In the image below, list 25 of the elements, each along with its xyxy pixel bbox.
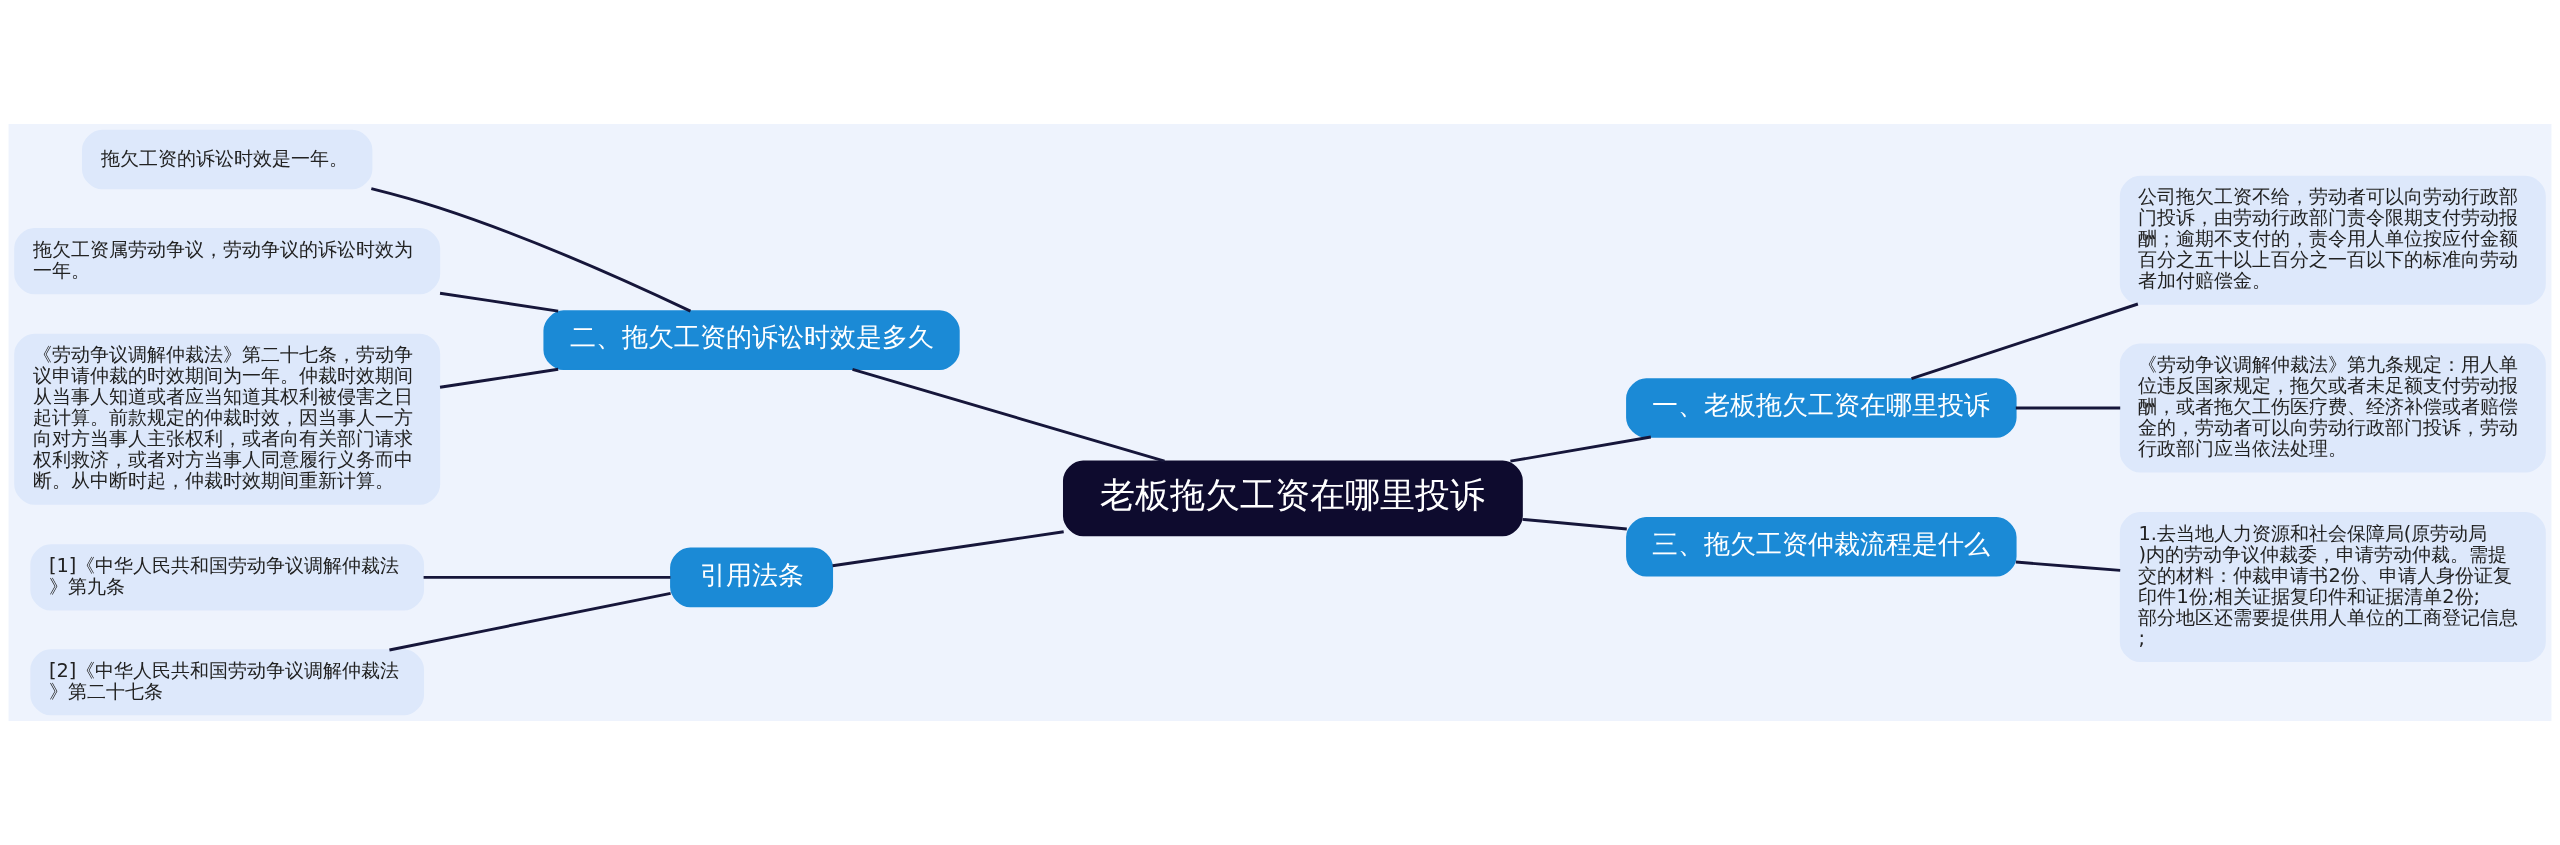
node-box: 拖欠工资的诉讼时效是一年。: [81, 129, 373, 190]
connector: [370, 187, 692, 313]
node-box: 《劳动争议调解仲裁法》第九条规定：用人单位违反国家规定，拖欠或者未足额支付劳动报酬，或者拖欠工伤医疗费、经济补偿或者赔偿金的，劳动者可以向劳动行政部门投诉，劳动行政部门应当依法处理。: [2119, 343, 2546, 473]
node-box: 一、老板拖欠工资在哪里投诉: [1626, 378, 2017, 438]
connector: [1522, 517, 1627, 531]
node-box: 老板拖欠工资在哪里投诉: [1063, 460, 1523, 537]
connector: [439, 367, 559, 389]
connector: [832, 530, 1064, 568]
node-box: 二、拖欠工资的诉讼时效是多久: [543, 310, 960, 371]
node-box: [2]《中华人民共和国劳动争议调解仲裁法》第二十七条: [30, 649, 425, 716]
connector: [389, 591, 671, 652]
connector: [423, 575, 671, 579]
node-box: [1]《中华人民共和国劳动争议调解仲裁法》第九条: [30, 544, 425, 611]
node-box: 1.去当地人力资源和社会保障局(原劳动局)内的劳动争议仲裁委，申请劳动仲裁。需提交的材料：仲裁申请书2份、申请人身份证复印件1份;相关证据复印件和证据清单2份;部分地区还需要提供用人单位的工商登记信息;: [2119, 512, 2546, 663]
connector: [2015, 406, 2121, 410]
node-box: 三、拖欠工资仲裁流程是什么: [1626, 516, 2017, 577]
node-box: 《劳动争议调解仲裁法》第二十七条，劳动争议申请仲裁的时效期间为一年。仲裁时效期间从当事人知道或者应当知道其权利被侵害之日起计算。前款规定的仲裁时效，因当事人一方向对方当事人主张权利，或者向有关部门请求权利救济，或者对方当事人同意履行义务而中断。从中断时起，仲裁时效期间重新计算。: [14, 333, 441, 505]
connector: [2015, 560, 2121, 572]
connector: [1911, 302, 2139, 381]
node-box: 公司拖欠工资不给，劳动者可以向劳动行政部门投诉，由劳动行政部门责令限期支付劳动报酬；逾期不支付的，责令用人单位按应付金额百分之五十以上百分之一百以下的标准向劳动者加付赔偿金。: [2119, 175, 2546, 305]
connector: [852, 368, 1165, 463]
node-box: 拖欠工资属劳动争议，劳动争议的诉讼时效为一年。: [14, 228, 441, 295]
connector: [439, 291, 559, 313]
node-box: 引用法条: [670, 547, 834, 608]
connector: [1510, 435, 1652, 463]
